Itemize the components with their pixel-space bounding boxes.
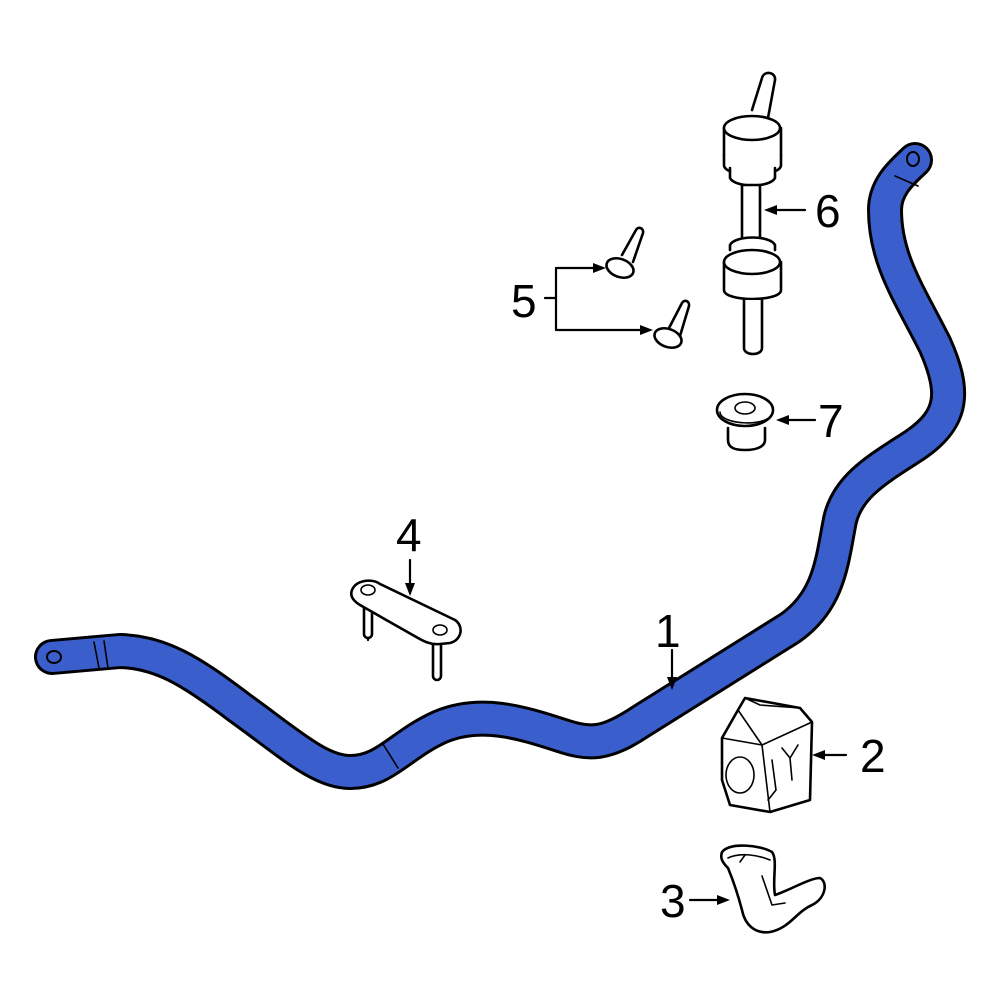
callout-7: 7 [818, 395, 844, 447]
stabilizer-link[interactable] [722, 71, 783, 356]
callout-1: 1 [655, 605, 681, 657]
bushing-bracket[interactable] [719, 844, 826, 934]
callout-6: 6 [815, 185, 841, 237]
stabilizer-bar[interactable] [34, 142, 967, 790]
bolt-lower[interactable] [652, 299, 691, 351]
mounting-plate[interactable] [349, 579, 462, 682]
callout-3: 3 [660, 875, 686, 927]
bolt-upper[interactable] [604, 226, 645, 281]
bushing[interactable] [720, 696, 814, 814]
callout-2: 2 [860, 730, 886, 782]
leader-lines [405, 205, 848, 905]
callout-4: 4 [396, 509, 422, 561]
nut[interactable] [715, 392, 775, 452]
callout-5: 5 [511, 275, 537, 327]
